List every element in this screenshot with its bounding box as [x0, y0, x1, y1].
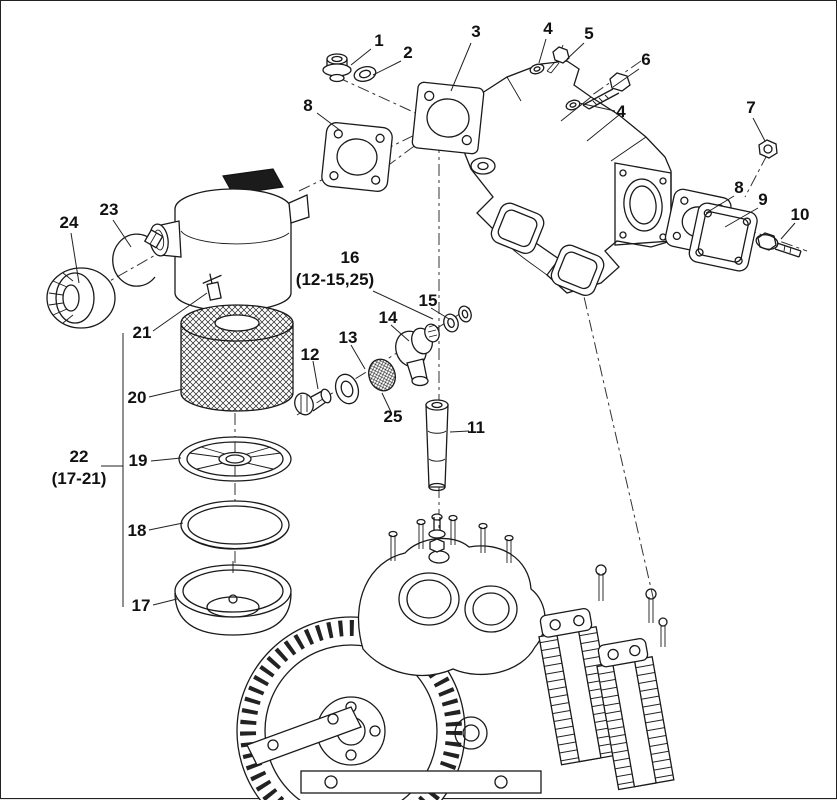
part1-plug — [323, 54, 351, 82]
callout-2: 2 — [403, 43, 412, 62]
callout-10: 10 — [791, 205, 810, 224]
cylinder-two — [594, 637, 674, 790]
part21-air-cleaner-body — [148, 169, 309, 311]
callout-17: 17 — [132, 596, 151, 615]
callout-20: 20 — [128, 388, 147, 407]
part15-washers — [442, 305, 474, 334]
part25-screen-disc — [365, 356, 400, 394]
part20-filter-element — [181, 305, 293, 411]
engine-block-drawing — [237, 516, 674, 800]
callout-19: 19 — [129, 451, 148, 470]
callout-24: 24 — [60, 213, 79, 232]
callout-14: 14 — [379, 308, 398, 327]
callout-12: 12 — [301, 345, 320, 364]
part8-gasket-left — [321, 122, 393, 193]
part23-clamp — [113, 230, 163, 286]
callout-11: 11 — [467, 418, 485, 437]
part9-plate — [688, 201, 759, 272]
callout-15: 15 — [419, 291, 438, 310]
callout-8b: 8 — [734, 178, 743, 197]
part11-tube — [426, 400, 448, 552]
callout-4b: 4 — [616, 102, 626, 121]
callout-7: 7 — [746, 98, 755, 117]
callout-5: 5 — [584, 24, 593, 43]
callout-16-sub: (12-15,25) — [296, 270, 374, 289]
part10-bolt — [755, 233, 801, 257]
callout-21: 21 — [133, 323, 152, 342]
part13-washer — [332, 371, 362, 406]
part2-washer — [353, 64, 378, 83]
callout-23: 23 — [100, 200, 119, 219]
callout-22: 22 — [70, 447, 89, 466]
part12-fitting — [292, 388, 333, 418]
callout-9: 9 — [758, 190, 767, 209]
callout-18: 18 — [128, 521, 147, 540]
part18-gasket-ring — [181, 501, 289, 549]
part19-baffle — [179, 437, 291, 481]
callout-3: 3 — [471, 22, 480, 41]
callout-4a: 4 — [543, 19, 553, 38]
callout-6: 6 — [641, 50, 650, 69]
callout-13: 13 — [339, 328, 358, 347]
callout-1: 1 — [374, 31, 383, 50]
callout-8a: 8 — [303, 96, 312, 115]
part3-flange — [412, 82, 485, 155]
part7-nut — [759, 140, 777, 158]
part24-cover — [47, 268, 115, 328]
manifold-drawing — [459, 61, 671, 298]
callout-25: 25 — [384, 407, 403, 426]
callout-22-sub: (17-21) — [52, 469, 107, 488]
callout-16: 16 — [341, 248, 360, 267]
part17-bowl — [175, 561, 291, 635]
